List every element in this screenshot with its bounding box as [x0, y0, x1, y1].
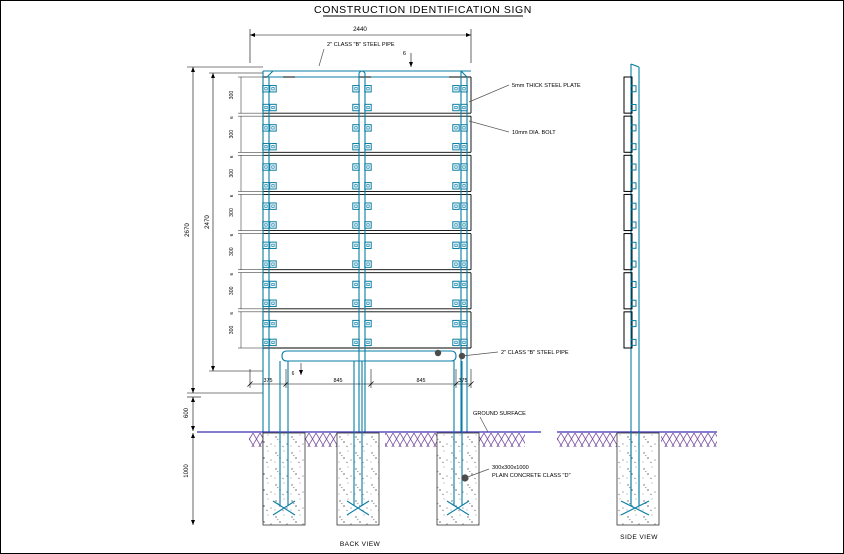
bottom-pipe-leader: 2" CLASS "B" STEEL PIPE	[434, 349, 569, 360]
bolt-leader: 10mm DIA. BOLT	[468, 120, 556, 136]
footing-post-stub	[446, 361, 470, 516]
concrete-footings	[262, 361, 480, 526]
panel-gap-dimension-label: 6	[229, 312, 234, 315]
horizontal-dimension-label: 845	[334, 378, 343, 384]
footing-size-label: 300x300x1000	[492, 465, 529, 471]
panel-gap-dimension-label: 6	[229, 116, 234, 119]
side-view-panels	[623, 76, 637, 349]
panel-gap-dimension-label: 6	[229, 233, 234, 236]
top-pipe-label: 2" CLASS "B" STEEL PIPE	[327, 42, 395, 48]
panel-height-dimension-label: 300	[229, 208, 235, 217]
overall-width-label: 2440	[353, 26, 367, 33]
sign-panel-stack	[262, 76, 472, 349]
sheet-title-group: CONSTRUCTION IDENTIFICATION SIGN	[314, 4, 532, 17]
steel-plate-leader: 5mm THICK STEEL PLATE	[468, 83, 581, 103]
page-title: CONSTRUCTION IDENTIFICATION SIGN	[314, 4, 532, 16]
overall-width-dimension	[249, 29, 472, 63]
top-pipe-leader: 2" CLASS "B" STEEL PIPE	[318, 42, 395, 67]
panel-vertical-dimensions: 300 6 300 6 300 6 300 6 300 6 300 6 300	[229, 76, 263, 349]
embedment-dimension	[191, 433, 195, 525]
steel-plate-label: 5mm THICK STEEL PLATE	[512, 83, 581, 89]
panel-height-dimension-label: 300	[229, 130, 235, 139]
ground-line-side	[557, 431, 717, 447]
overall-height-label: 2670	[184, 223, 191, 237]
embedment-label: 1000	[184, 464, 190, 478]
back-view-label: BACK VIEW	[340, 541, 381, 548]
top-gap-dimension: 6	[403, 51, 413, 67]
panel-height-dimension-label: 300	[229, 247, 235, 256]
horizontal-dimensions: 375 845 845 375 6	[247, 363, 474, 388]
panel-stack-label: 2470	[204, 215, 211, 229]
bottom-brace-pipe	[281, 350, 457, 362]
ground-surface-label: GROUND SURFACE	[473, 411, 526, 417]
ground-surface-leader: GROUND SURFACE	[473, 411, 526, 433]
panel-gap-dimension-label: 6	[229, 194, 234, 197]
panel-height-dimension-label: 300	[229, 286, 235, 295]
panel-gap-dimension-label: 6	[229, 155, 234, 158]
horizontal-dimension-label: 375	[459, 378, 468, 384]
post-gap-dimension-label: 6	[292, 371, 295, 377]
panel-height-dimension-label: 300	[229, 91, 235, 100]
footing-leader: 300x300x1000 PLAIN CONCRETE CLASS "D"	[461, 465, 571, 482]
above-ground-dimension	[187, 396, 201, 431]
side-view-footing	[616, 432, 660, 526]
horizontal-dimension-label: 845	[417, 378, 426, 384]
panel-gap-dimension-label: 6	[229, 272, 234, 275]
side-view-group	[557, 63, 717, 526]
side-view-label: SIDE VIEW	[620, 534, 658, 541]
horizontal-dimension-label: 375	[264, 378, 273, 384]
panel-stack-dimension	[209, 72, 263, 372]
panel-height-dimension-label: 300	[229, 169, 235, 178]
bottom-pipe-label: 2" CLASS "B" STEEL PIPE	[501, 350, 569, 356]
top-gap-label: 6	[403, 51, 406, 57]
footing-post-stub	[346, 361, 370, 516]
footing-spec-label: PLAIN CONCRETE CLASS "D"	[492, 473, 571, 479]
above-ground-label: 600	[184, 407, 190, 418]
panel-height-dimension-label: 300	[229, 325, 235, 334]
footing-post-stub	[272, 361, 296, 516]
bolt-label: 10mm DIA. BOLT	[512, 130, 556, 136]
overall-height-dimension	[187, 66, 263, 394]
